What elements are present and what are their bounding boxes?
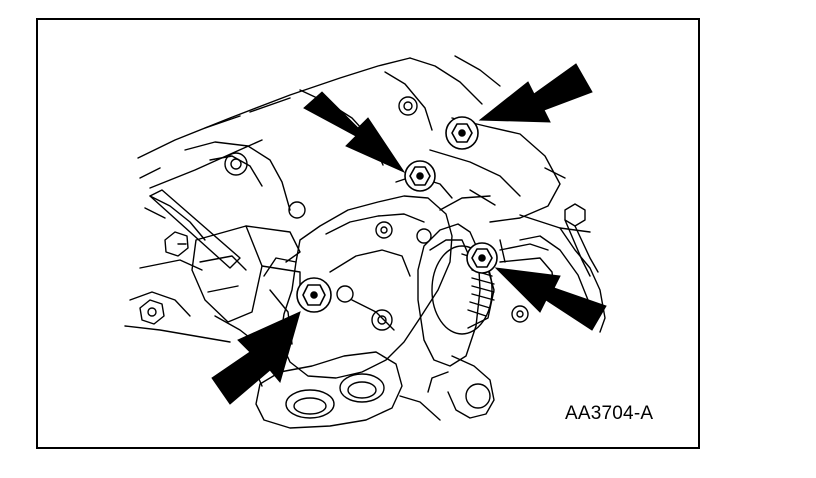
arrow-icon [211,311,301,405]
bolt-upper-right [445,116,479,150]
left-bracket-assembly [124,141,306,373]
bolt-lower-left [296,277,332,313]
arrow-icon [478,63,593,123]
figure-code-label: AA3704-A [565,403,654,424]
water-pump-housing [263,175,491,379]
bolt-pulley-hub [466,242,498,274]
bolt-upper-center [404,160,436,192]
arrow-icon [303,91,406,174]
arrow-icon [494,267,607,331]
